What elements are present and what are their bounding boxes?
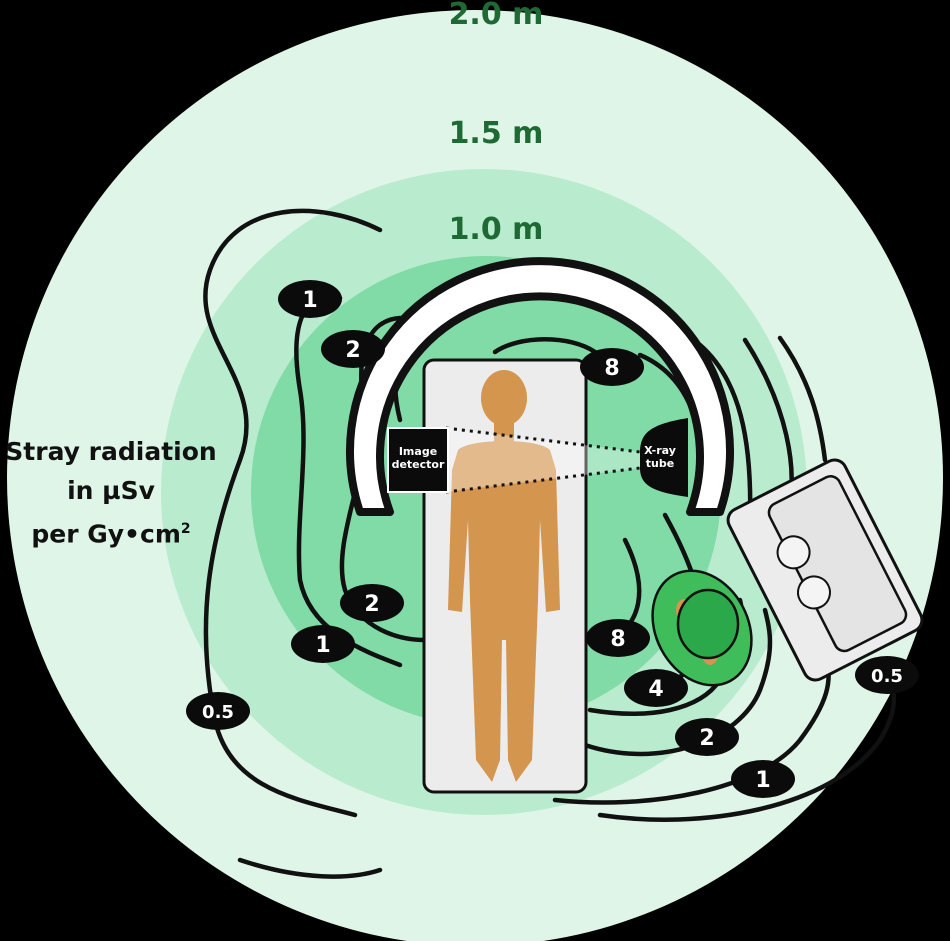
badge-left-2-top: 2	[321, 330, 385, 368]
badge-right-4: 4	[624, 669, 688, 707]
title-line-1: Stray radiation	[5, 437, 217, 466]
xray-tube-label-1: X-ray	[644, 444, 676, 457]
operator-figure	[651, 569, 753, 687]
svg-text:2: 2	[364, 592, 379, 617]
ring-label-1m: 1.0 m	[449, 212, 544, 247]
monitor-cart	[726, 458, 924, 682]
patient-body	[448, 370, 560, 782]
svg-text:2: 2	[699, 726, 714, 751]
svg-text:1: 1	[315, 633, 330, 658]
xray-tube	[640, 418, 688, 497]
svg-text:0.5: 0.5	[871, 666, 903, 687]
badge-right-1: 1	[731, 760, 795, 798]
badge-left-1-bottom: 1	[291, 625, 355, 663]
badge-top-8: 8	[580, 348, 644, 386]
ring-label-2m: 2.0 m	[449, 0, 544, 32]
title-line-3: per Gy•cm2	[0, 510, 222, 553]
badge-right-0-5: 0.5	[855, 656, 919, 694]
title-line-3-sup: 2	[180, 521, 191, 537]
svg-text:1: 1	[302, 288, 317, 313]
badge-right-2: 2	[675, 718, 739, 756]
badge-left-2-bottom: 2	[340, 584, 404, 622]
svg-text:2: 2	[345, 338, 360, 363]
contour-badges: 1 2 8 2 1 0.5 8 4	[186, 280, 919, 798]
badge-right-8: 8	[586, 619, 650, 657]
badge-left-1-top: 1	[278, 280, 342, 318]
radiation-beam	[446, 428, 640, 492]
badge-left-0-5: 0.5	[186, 692, 250, 730]
svg-text:8: 8	[604, 356, 619, 381]
xray-tube-label-2: tube	[646, 457, 674, 470]
image-detector-label-2: detector	[392, 458, 445, 471]
svg-text:8: 8	[610, 627, 625, 652]
svg-text:4: 4	[648, 677, 663, 702]
ring-label-1-5m: 1.5 m	[449, 116, 544, 151]
c-arm	[346, 257, 734, 516]
diagram-title: Stray radiation in µSv per Gy•cm2	[0, 432, 222, 553]
image-detector	[387, 427, 449, 493]
title-line-2: in µSv	[67, 476, 155, 505]
svg-text:1: 1	[755, 768, 770, 793]
title-line-3-main: per Gy•cm	[31, 519, 181, 549]
beam-edges	[445, 426, 641, 494]
image-detector-label-1: Image	[399, 445, 437, 458]
svg-text:0.5: 0.5	[202, 702, 234, 723]
